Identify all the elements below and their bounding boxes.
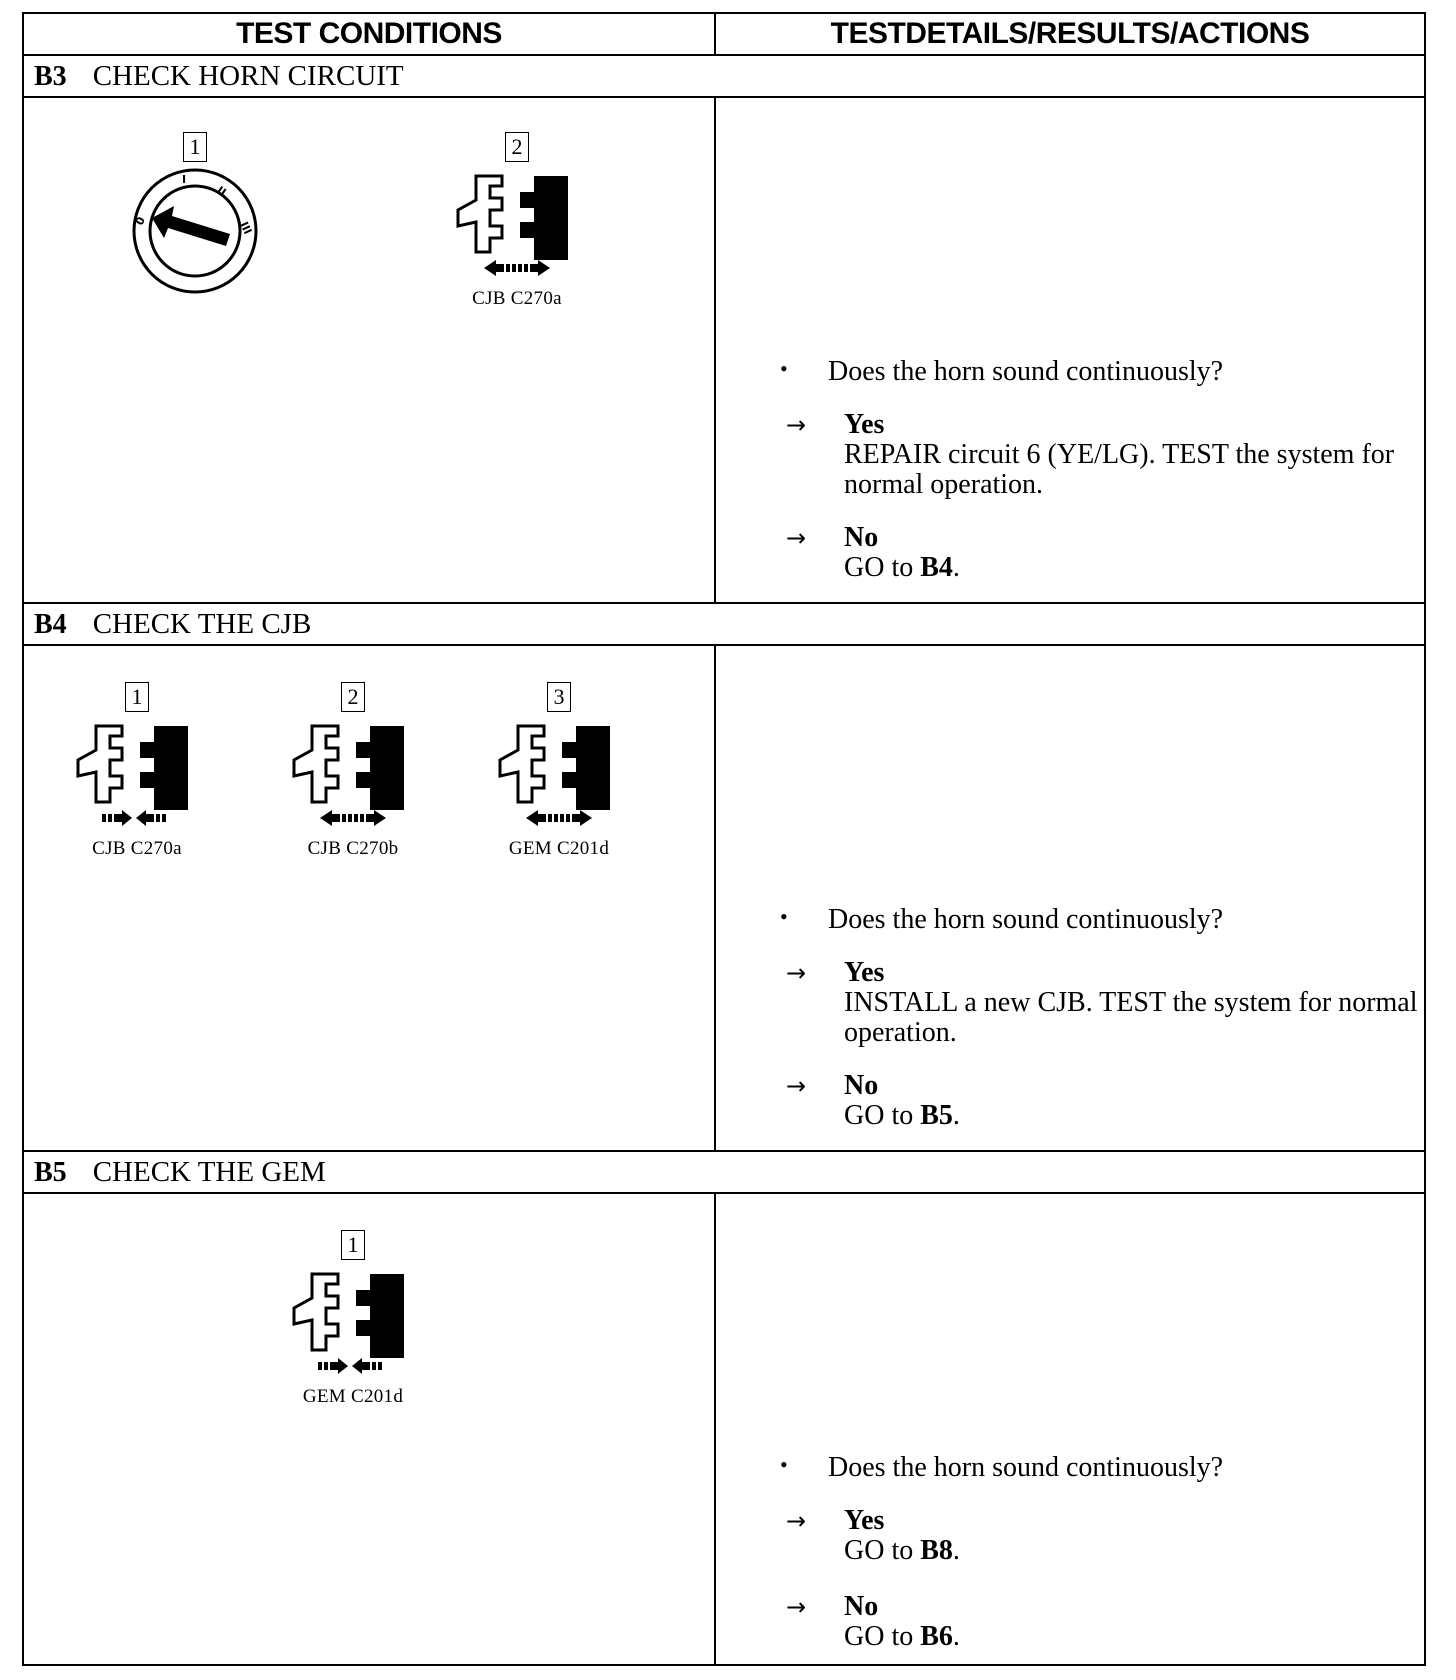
arrow-right-icon: → <box>786 1072 807 1100</box>
connector-connected-icon <box>76 724 190 826</box>
pinpoint-test-table: TEST CONDITIONS TESTDETAILS/RESULTS/ACTI… <box>22 12 1426 1666</box>
step-number: 2 <box>505 132 529 162</box>
step-number: 1 <box>125 682 149 712</box>
question-text: Does the horn sound continuously? <box>828 1452 1224 1483</box>
step-reference-link[interactable]: B8 <box>920 1535 953 1566</box>
question-text: Does the horn sound continuously? <box>828 904 1224 935</box>
arrow-right-icon: → <box>786 959 807 987</box>
test-question: • Does the horn sound continuously? <box>780 356 1224 388</box>
test-conditions-cell-b5: 1 GEM C201d <box>22 1192 716 1666</box>
section-title-row-b3: B3 CHECK HORN CIRCUIT <box>22 54 1426 98</box>
yes-label: Yes <box>844 1505 885 1536</box>
no-action-suffix: . <box>952 1621 960 1652</box>
figure-step-2: 2 CJB C270a <box>432 132 602 310</box>
connector-caption: CJB C270a <box>472 288 562 309</box>
bullet-icon: • <box>780 904 788 929</box>
section-title-text: CHECK HORN CIRCUIT <box>92 59 404 92</box>
yes-action-text: GO to B8. <box>844 1536 960 1566</box>
header-test-details: TESTDETAILS/RESULTS/ACTIONS <box>714 12 1426 56</box>
test-conditions-cell-b3: 1 0 I II III 2 CJB C270a <box>22 96 716 604</box>
no-label: No <box>844 1070 879 1101</box>
no-action-prefix: GO to <box>844 552 921 583</box>
figure-step-3: 3 GEM C201d <box>474 682 644 860</box>
arrow-right-icon: → <box>786 411 807 439</box>
step-number: 1 <box>183 132 207 162</box>
section-title-row-b4: B4 CHECK THE CJB <box>22 602 1426 646</box>
connector-connected-icon <box>292 1272 406 1374</box>
result-no: → No GO to B4. <box>786 523 960 583</box>
test-details-cell-b3: • Does the horn sound continuously? → Ye… <box>714 96 1426 604</box>
section-title-text: CHECK THE CJB <box>92 607 312 640</box>
no-action-prefix: GO to <box>844 1621 921 1652</box>
no-action-text: GO to B6. <box>844 1622 960 1652</box>
test-details-cell-b4: • Does the horn sound continuously? → Ye… <box>714 644 1426 1152</box>
header-test-conditions: TEST CONDITIONS <box>22 12 716 56</box>
figure-step-2: 2 CJB C270b <box>268 682 438 860</box>
result-no: → No GO to B6. <box>786 1592 960 1652</box>
section-title-text: CHECK THE GEM <box>92 1155 326 1188</box>
yes-action-text: INSTALL a new CJB. TEST the system for n… <box>844 987 1418 1048</box>
section-title-b4: B4 CHECK THE CJB <box>22 602 1426 646</box>
no-label: No <box>844 1591 879 1622</box>
result-yes: → Yes GO to B8. <box>786 1506 960 1566</box>
yes-label: Yes <box>844 957 885 988</box>
no-action-prefix: GO to <box>844 1100 921 1131</box>
connector-disconnected-icon <box>456 174 570 276</box>
step-number: 2 <box>341 682 365 712</box>
table-header-row: TEST CONDITIONS TESTDETAILS/RESULTS/ACTI… <box>22 12 1426 56</box>
section-title-row-b5: B5 CHECK THE GEM <box>22 1150 1426 1194</box>
no-action-text: GO to B5. <box>844 1101 960 1131</box>
section-title-b3: B3 CHECK HORN CIRCUIT <box>22 54 1426 98</box>
step-reference-link[interactable]: B5 <box>920 1100 953 1131</box>
yes-label: Yes <box>844 409 885 440</box>
arrow-right-icon: → <box>786 524 807 552</box>
test-details-cell-b5: • Does the horn sound continuously? → Ye… <box>714 1192 1426 1666</box>
connector-caption: GEM C201d <box>508 838 610 859</box>
question-text: Does the horn sound continuously? <box>828 356 1224 387</box>
test-conditions-cell-b4: 1 CJB C270a 2 CJB C270b 3 GEM C201d <box>22 644 716 1152</box>
step-reference-link[interactable]: B6 <box>920 1621 953 1652</box>
bullet-icon: • <box>780 356 788 381</box>
section-body-row-b5: 1 GEM C201d • Does the horn sound contin… <box>22 1192 1426 1666</box>
result-no: → No GO to B5. <box>786 1071 960 1131</box>
step-number: 1 <box>341 1230 365 1260</box>
bullet-icon: • <box>780 1452 788 1477</box>
result-yes: → Yes INSTALL a new CJB. TEST the system… <box>786 958 1424 1048</box>
no-action-suffix: . <box>952 552 960 583</box>
yes-action-suffix: . <box>952 1535 960 1566</box>
result-yes: → Yes REPAIR circuit 6 (YE/LG). TEST the… <box>786 410 1424 500</box>
connector-caption: CJB C270a <box>92 838 182 859</box>
svg-text:I: I <box>182 173 186 186</box>
figure-step-1: 1 0 I II III <box>110 132 280 296</box>
section-id: B5 <box>34 1156 67 1188</box>
section-title-b5: B5 CHECK THE GEM <box>22 1150 1426 1194</box>
test-question: • Does the horn sound continuously? <box>780 1452 1224 1484</box>
yes-action-text: REPAIR circuit 6 (YE/LG). TEST the syste… <box>844 439 1395 500</box>
connector-caption: CJB C270b <box>307 838 399 859</box>
figure-step-1: 1 GEM C201d <box>268 1230 438 1408</box>
no-action-text: GO to B4. <box>844 553 960 583</box>
section-id: B4 <box>34 608 67 640</box>
svg-text:III: III <box>237 220 254 237</box>
diagnostic-sheet: TEST CONDITIONS TESTDETAILS/RESULTS/ACTI… <box>22 12 1426 1666</box>
section-id: B3 <box>34 60 67 92</box>
yes-action-prefix: GO to <box>844 1535 921 1566</box>
section-body-row-b3: 1 0 I II III 2 CJB C270a <box>22 96 1426 604</box>
connector-disconnected-icon <box>292 724 406 826</box>
step-reference-link[interactable]: B4 <box>920 552 953 583</box>
step-number: 3 <box>547 682 571 712</box>
connector-disconnected-icon <box>498 724 612 826</box>
connector-caption: GEM C201d <box>302 1386 404 1407</box>
no-action-suffix: . <box>952 1100 960 1131</box>
figure-step-1: 1 CJB C270a <box>52 682 222 860</box>
no-label: No <box>844 522 879 553</box>
ignition-switch-icon: 0 I II III <box>132 168 258 294</box>
arrow-right-icon: → <box>786 1593 807 1621</box>
test-question: • Does the horn sound continuously? <box>780 904 1224 936</box>
section-body-row-b4: 1 CJB C270a 2 CJB C270b 3 GEM C201d <box>22 644 1426 1152</box>
arrow-right-icon: → <box>786 1507 807 1535</box>
